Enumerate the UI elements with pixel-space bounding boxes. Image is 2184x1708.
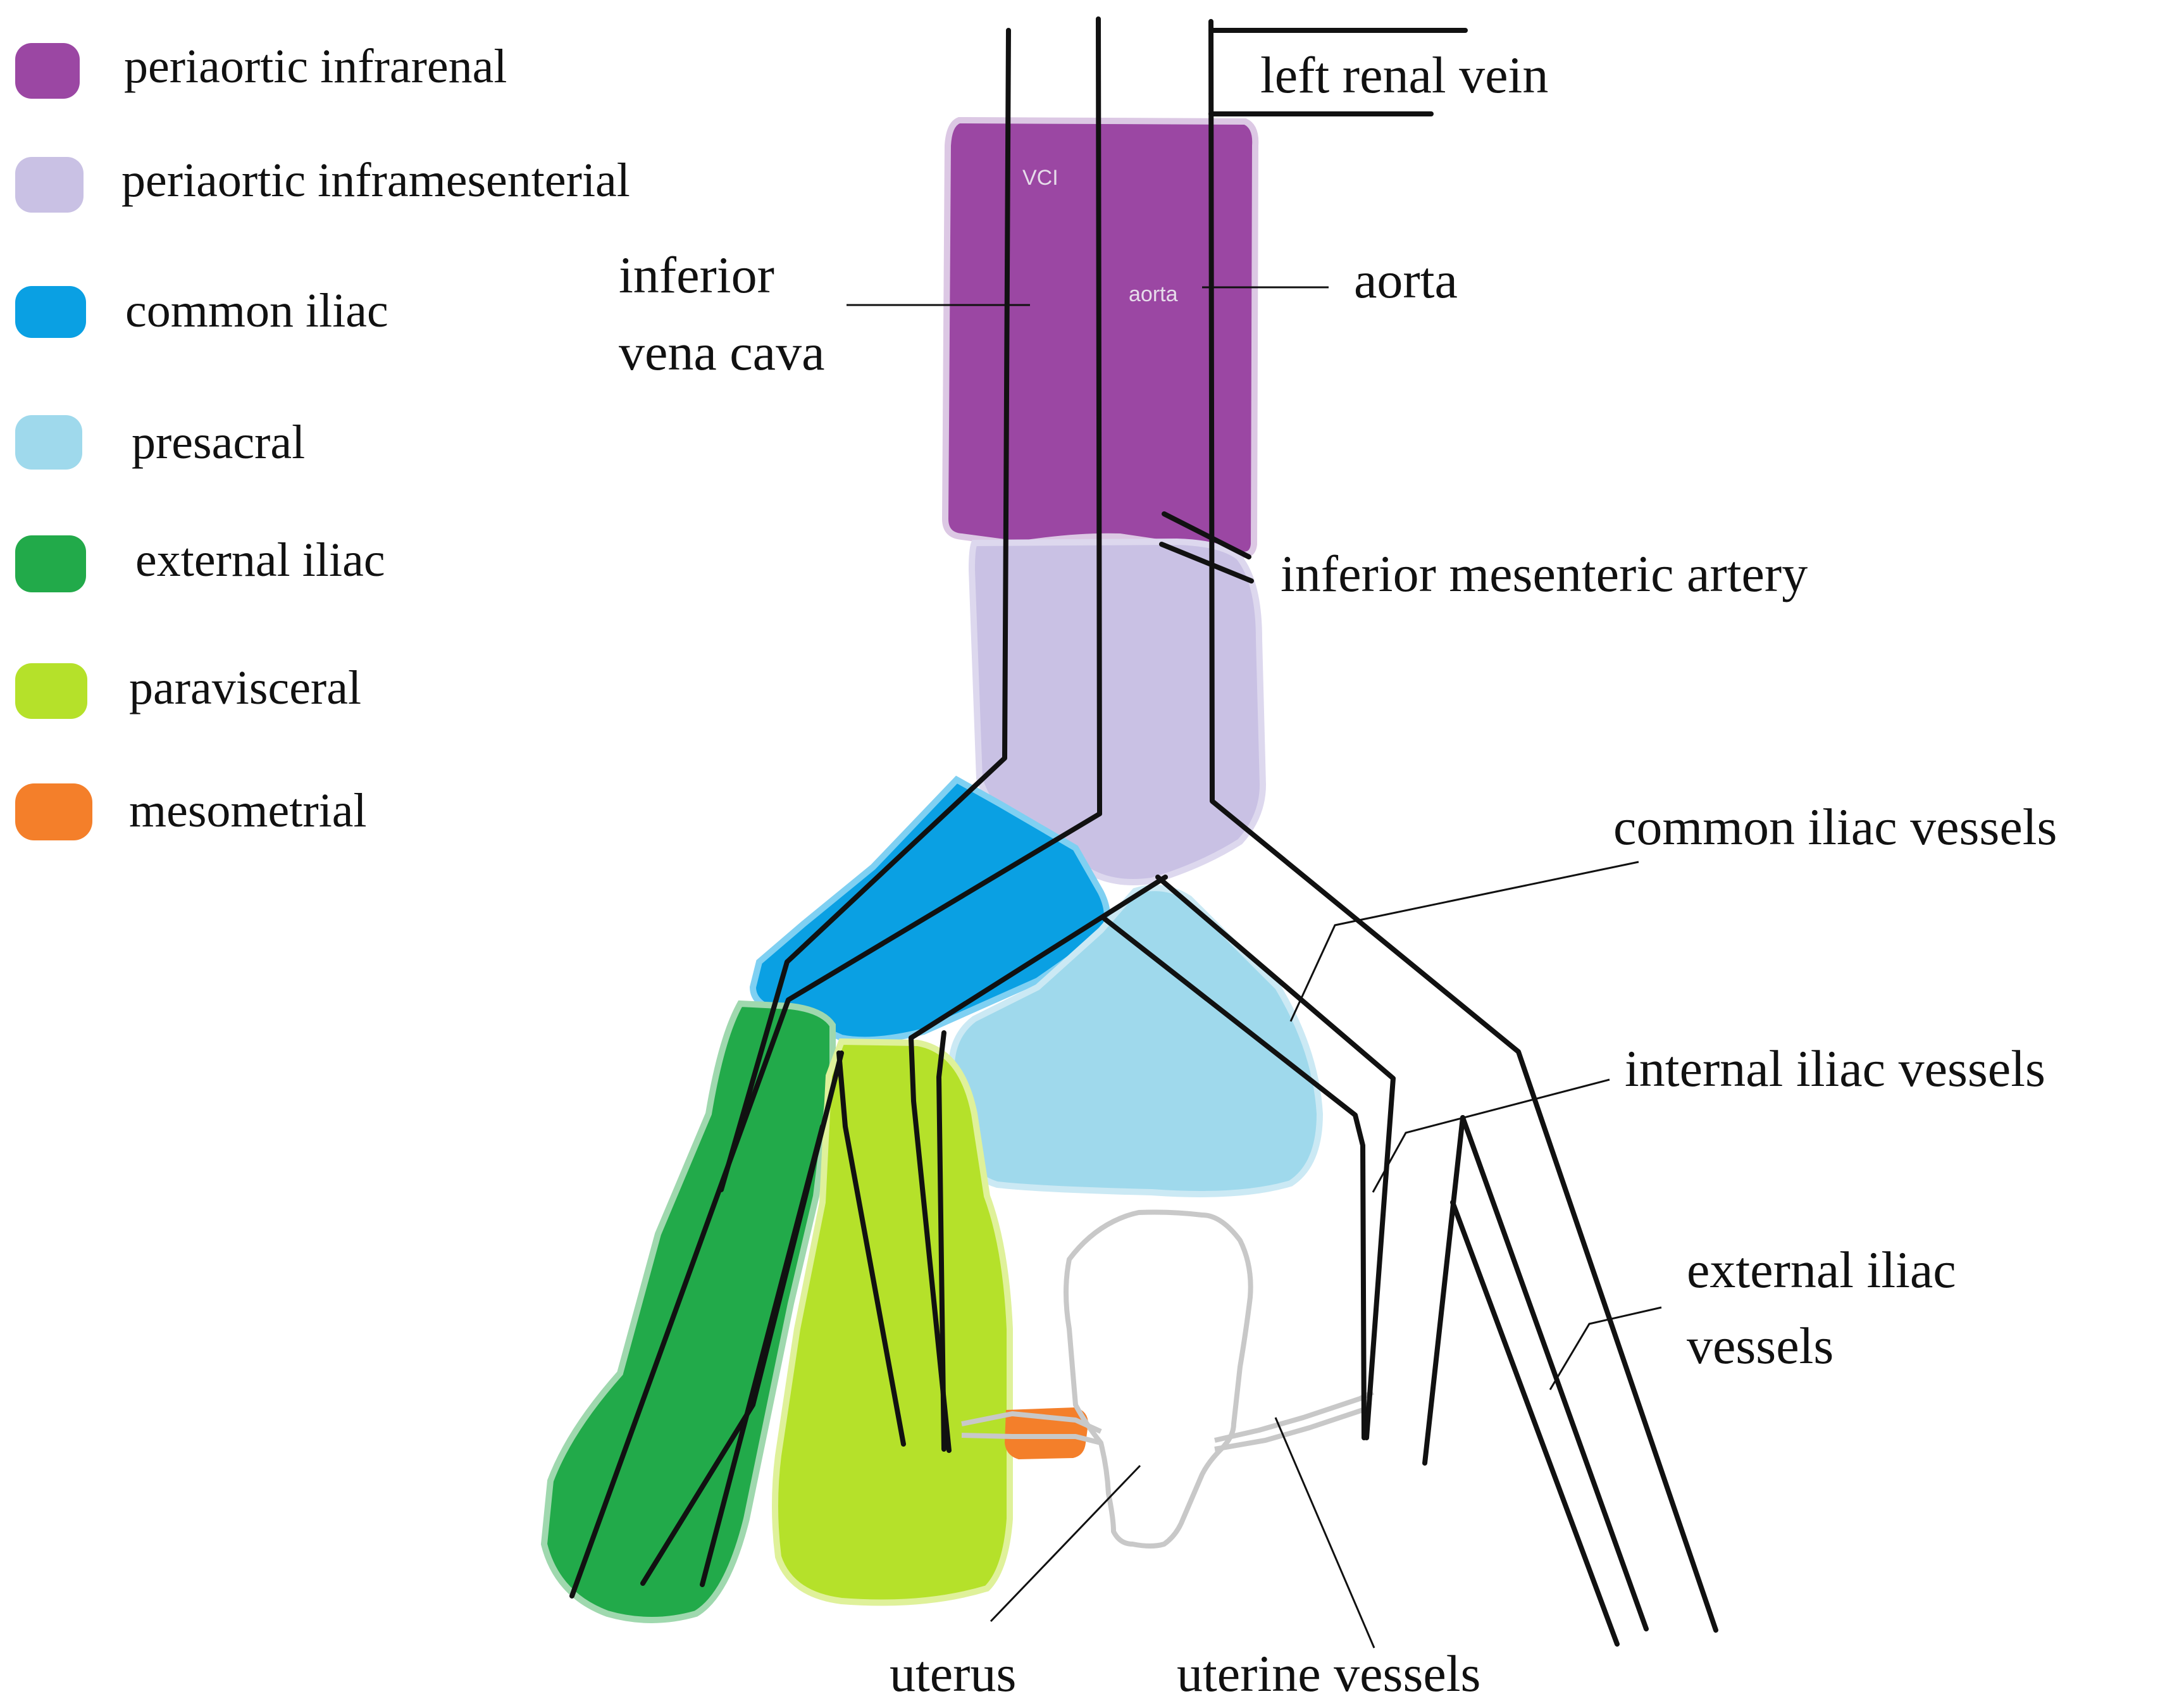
label-aorta: aorta	[1354, 251, 1458, 309]
label-uterine-vessels: uterine vessels	[1177, 1645, 1480, 1702]
legend-label: external iliac	[135, 533, 385, 587]
right-external-iliac-1	[1460, 1115, 1649, 1631]
ivc-right-wall	[569, 16, 1102, 1599]
legend-label: presacral	[132, 416, 305, 469]
label-aorta-small: aorta	[1129, 282, 1178, 306]
legend-label: periaortic inframesenterial	[121, 154, 630, 207]
legend-item-external-iliac: external iliac	[15, 533, 385, 592]
label-ivc-line1: inferior	[619, 246, 774, 304]
legend-swatch	[15, 286, 86, 338]
leader-common-iliac	[1289, 861, 1639, 1022]
legend-item-periaortic-infrarenal: periaortic infrarenal	[15, 40, 507, 99]
legend-item-presacral: presacral	[15, 415, 305, 470]
regions	[540, 116, 1324, 1623]
uterus-outline	[1064, 1209, 1253, 1549]
leader-external-iliac	[1549, 1306, 1662, 1390]
legend-item-mesometrial: mesometrial	[15, 783, 367, 840]
label-vci-small: VCI	[1022, 166, 1058, 190]
legend-swatch	[15, 663, 87, 719]
right-internal-iliac	[1155, 875, 1396, 1440]
leader-uterine-vessels	[1274, 1417, 1375, 1649]
uterus-outline-group	[961, 1209, 1374, 1549]
left-common-iliac-lower	[936, 1030, 946, 1452]
right-external-iliac-2	[1450, 1200, 1620, 1647]
legend: periaortic infrarenal periaortic inframe…	[15, 40, 630, 840]
uterine-vessel-left-2	[961, 1433, 1101, 1445]
legend-label: periaortic infrarenal	[124, 40, 507, 93]
legend-label: paravisceral	[129, 661, 361, 714]
left-external-iliac-1	[836, 1050, 906, 1447]
ivc-left-wall	[719, 28, 1011, 1192]
legend-item-paravisceral: paravisceral	[15, 661, 361, 719]
label-uterus: uterus	[890, 1645, 1016, 1702]
leader-lines	[847, 286, 1662, 1649]
vessels	[569, 16, 1718, 1647]
legend-item-periaortic-inframesenterial: periaortic inframesenterial	[15, 154, 630, 213]
uterine-vessel-left-1	[961, 1411, 1102, 1434]
left-external-iliac-3	[700, 1124, 825, 1587]
label-external-iliac-line1: external iliac	[1687, 1241, 1956, 1299]
label-inferior-mesenteric-artery: inferior mesenteric artery	[1281, 545, 1808, 602]
label-internal-iliac-vessels: internal iliac vessels	[1625, 1040, 2045, 1097]
legend-item-common-iliac: common iliac	[15, 284, 388, 338]
label-left-renal-vein: left renal vein	[1260, 46, 1548, 104]
legend-swatch	[15, 783, 92, 840]
legend-swatch	[15, 535, 86, 592]
label-common-iliac-vessels: common iliac vessels	[1613, 798, 2057, 856]
label-ivc-line2: vena cava	[619, 323, 824, 381]
legend-swatch	[15, 157, 84, 213]
legend-label: common iliac	[125, 284, 388, 337]
ima-line-2	[1159, 542, 1254, 583]
left-common-iliac-upper	[909, 875, 1168, 1453]
region-external-iliac	[540, 1000, 836, 1623]
label-external-iliac-line2: vessels	[1687, 1317, 1833, 1375]
right-internal-iliac-2	[1422, 1115, 1465, 1466]
uterine-vessel-right-2	[1214, 1406, 1368, 1452]
leader-internal-iliac	[1372, 1078, 1610, 1193]
leader-uterus	[990, 1464, 1141, 1623]
aorta-right-wall	[1208, 19, 1718, 1633]
right-common-iliac-inner	[1102, 916, 1367, 1440]
region-paravisceral	[772, 1038, 1013, 1606]
ima-line-1	[1162, 511, 1251, 559]
labels: left renal vein inferior vena cava aorta…	[619, 46, 2057, 1702]
legend-swatch	[15, 415, 82, 470]
legend-swatch	[15, 43, 80, 99]
legend-label: mesometrial	[129, 784, 367, 837]
